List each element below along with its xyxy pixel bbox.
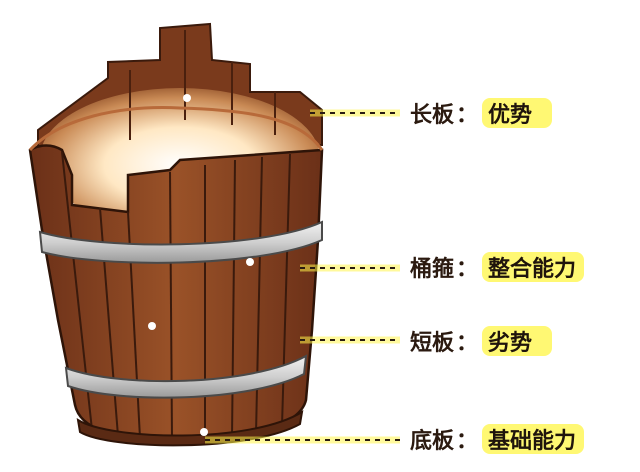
hoop-dot: [246, 258, 254, 266]
bottom-board-sep: ：: [456, 429, 478, 454]
label-long-board: 长板 ： 优势: [410, 98, 552, 128]
bottom-board-dot: [200, 428, 208, 436]
label-hoop: 桶箍 ： 整合能力: [410, 252, 584, 282]
bottom-board-meaning: 基础能力: [488, 428, 576, 454]
label-bottom-board: 底板 ： 基础能力: [410, 424, 584, 454]
bottom-hoop: [64, 354, 308, 399]
label-short-board: 短板 ： 劣势: [410, 326, 552, 356]
long-board-dot: [183, 94, 191, 102]
hoop-sep: ：: [456, 257, 478, 282]
bottom-board-highlight: [482, 424, 584, 454]
inner-stave-lines: [129, 30, 276, 140]
leader-lines: [205, 109, 400, 444]
long-board-meaning: 优势: [488, 102, 532, 128]
short-board-highlight: [482, 326, 552, 356]
bucket-illustration: [28, 22, 324, 447]
long-board-highlight: [482, 98, 552, 128]
short-board-sep: ：: [456, 331, 478, 356]
top-hoop: [38, 220, 323, 264]
short-board-dot: [148, 322, 156, 330]
short-board-meaning: 劣势: [488, 330, 532, 356]
hoop-highlight: [482, 252, 584, 282]
hoop-meaning: 整合能力: [488, 256, 576, 282]
bucket-rim: [28, 106, 324, 152]
hoop-term: 桶箍: [410, 256, 454, 282]
long-board-sep: ：: [456, 103, 478, 128]
long-board-term: 长板: [410, 103, 455, 128]
bottom-board-term: 底板: [410, 428, 455, 454]
short-board-term: 短板: [410, 331, 455, 356]
